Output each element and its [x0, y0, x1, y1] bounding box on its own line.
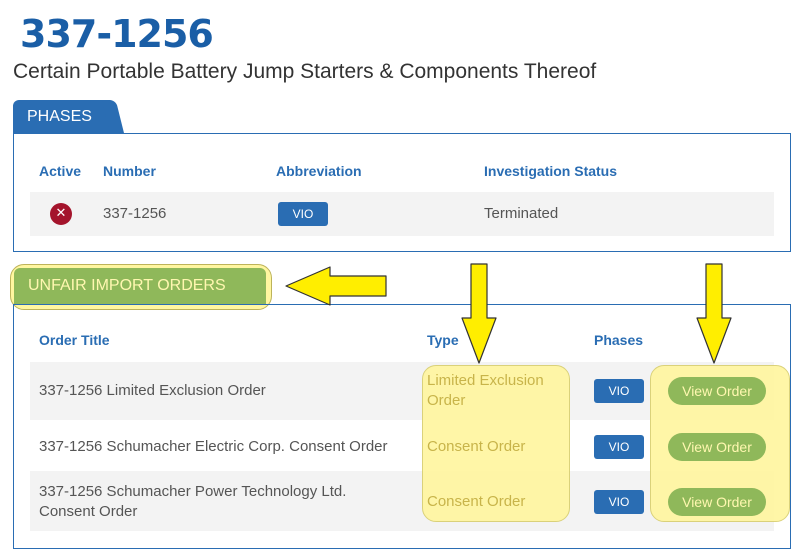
view-order-button[interactable]: View Order [668, 377, 766, 405]
col-order-title: Order Title [39, 332, 110, 348]
tab-phases[interactable]: PHASES [13, 100, 113, 134]
order-title[interactable]: 337-1256 Schumacher Electric Corp. Conse… [39, 438, 388, 455]
vio-badge[interactable]: VIO [594, 435, 644, 459]
case-number: 337-1256 [20, 12, 214, 56]
arrow-left-icon [285, 266, 387, 306]
view-order-button[interactable]: View Order [668, 488, 766, 516]
col-type: Type [427, 332, 459, 348]
order-type: Limited Exclusion Order [427, 372, 544, 409]
order-type: Consent Order [427, 438, 526, 455]
vio-badge[interactable]: VIO [594, 379, 644, 403]
order-type: Consent Order [427, 493, 526, 510]
tab-unfair-import-orders[interactable]: UNFAIR IMPORT ORDERS [14, 268, 266, 304]
highlight [422, 365, 570, 522]
order-title[interactable]: 337-1256 Limited Exclusion Order [39, 382, 266, 399]
view-order-button[interactable]: View Order [668, 433, 766, 461]
table-row [30, 192, 774, 236]
order-title[interactable]: 337-1256 Schumacher Power Technology Ltd… [39, 483, 347, 520]
x-circle-icon: ✕ [50, 203, 72, 225]
investigation-status: Terminated [484, 205, 559, 222]
col-number: Number [103, 163, 156, 179]
vio-badge[interactable]: VIO [278, 202, 328, 226]
col-active: Active [39, 163, 82, 179]
case-title: Certain Portable Battery Jump Starters &… [13, 60, 597, 83]
col-phases: Phases [594, 332, 644, 348]
phase-number: 337-1256 [103, 205, 167, 222]
phases-table: Active Number Abbreviation Investigation… [13, 133, 791, 252]
col-abbreviation: Abbreviation [276, 163, 362, 179]
col-investigation-status: Investigation Status [484, 163, 618, 179]
vio-badge[interactable]: VIO [594, 490, 644, 514]
orders-table: Order Title Type Phases 337-1256 Limited… [13, 304, 791, 549]
